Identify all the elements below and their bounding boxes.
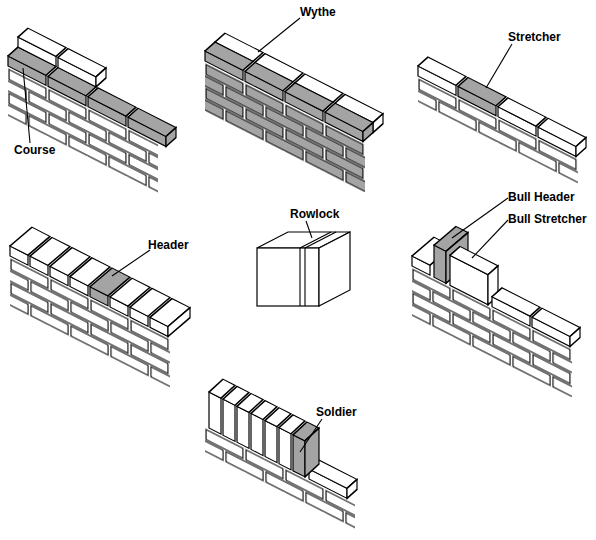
leader-line [112,250,150,276]
leader-line [486,44,512,88]
rowlock-brick [257,232,350,306]
term-label: Header [148,238,189,252]
leader-line [258,18,300,52]
term-label: Soldier [316,405,357,419]
term-label: Stretcher [508,30,561,44]
term-label: Rowlock [290,207,339,221]
leader-line [452,198,508,238]
term-label: Course [14,143,55,157]
leader-line [23,68,30,143]
term-label: Wythe [300,5,336,19]
leader-line [472,220,508,258]
bull-wall [412,204,580,402]
term-label: Bull Stretcher [508,212,587,226]
header-wall [10,216,190,398]
wythe-wall [205,23,383,202]
term-label: Bull Header [508,190,575,204]
course-wall [8,18,176,202]
soldier-wall [205,370,357,529]
leader-line [306,221,312,238]
leader-line [300,419,322,452]
stretcher-wall [418,52,586,188]
